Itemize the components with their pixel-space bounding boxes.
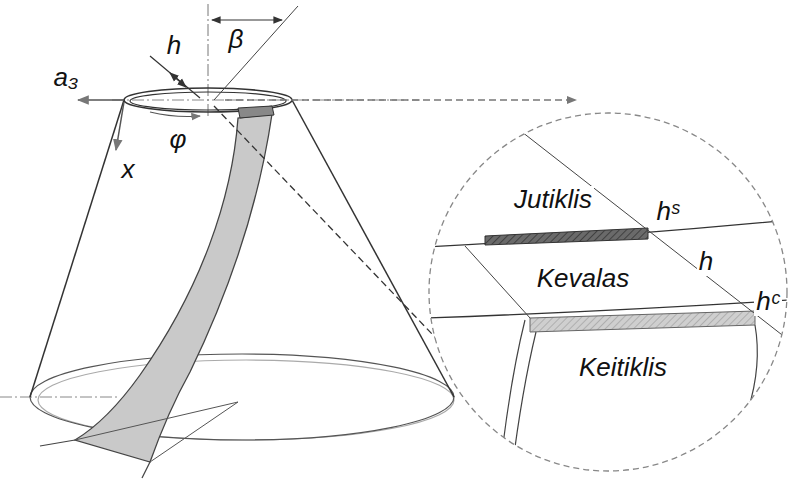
dimension-symbol: h (165, 32, 183, 59)
sensor-layer (485, 228, 648, 245)
helical-strip (75, 114, 272, 462)
strip-edge-line (500, 320, 525, 470)
beta-dimension (212, 19, 282, 20)
strip-edge-line (150, 402, 238, 462)
angle-symbol: β (227, 26, 246, 53)
zoom-pointer (225, 99, 576, 100)
strip-edge-line (40, 440, 75, 446)
thickness-dimension (170, 73, 186, 87)
dimension-symbol: hᶜ (754, 288, 782, 315)
part-label: Kevalas (535, 265, 632, 292)
x-axis-arrow (116, 102, 124, 150)
strip-edge-line (75, 402, 238, 440)
dimension-symbol: h (697, 248, 715, 275)
axis-line (0, 397, 120, 398)
zoom-detail (425, 107, 790, 470)
zoom-pointer (214, 106, 455, 358)
axis-line (208, 4, 209, 118)
part-label: Keitiklis (577, 354, 669, 381)
actuator-layer (530, 311, 755, 332)
shell-top-line (425, 220, 790, 247)
strip-edge-line (142, 462, 150, 478)
zoom-circle (429, 113, 787, 471)
zoom-circle-ground (429, 113, 787, 471)
strip-top-patch (238, 106, 274, 118)
axis-symbol: x (120, 156, 137, 183)
a3-axis-arrow (78, 99, 124, 101)
strip-edge-line (512, 332, 536, 470)
axis-symbol: a₃ (52, 64, 81, 91)
strip-edge-line (465, 246, 530, 318)
angle-symbol: φ (168, 126, 189, 153)
cone-side-line (30, 100, 124, 397)
dimension-symbol: hˢ (655, 198, 682, 225)
cone-side-line (292, 100, 454, 397)
phi-arrow (150, 112, 200, 117)
normal-line (490, 107, 786, 338)
part-label: Jutiklis (512, 186, 594, 213)
thickness-line (150, 56, 200, 98)
